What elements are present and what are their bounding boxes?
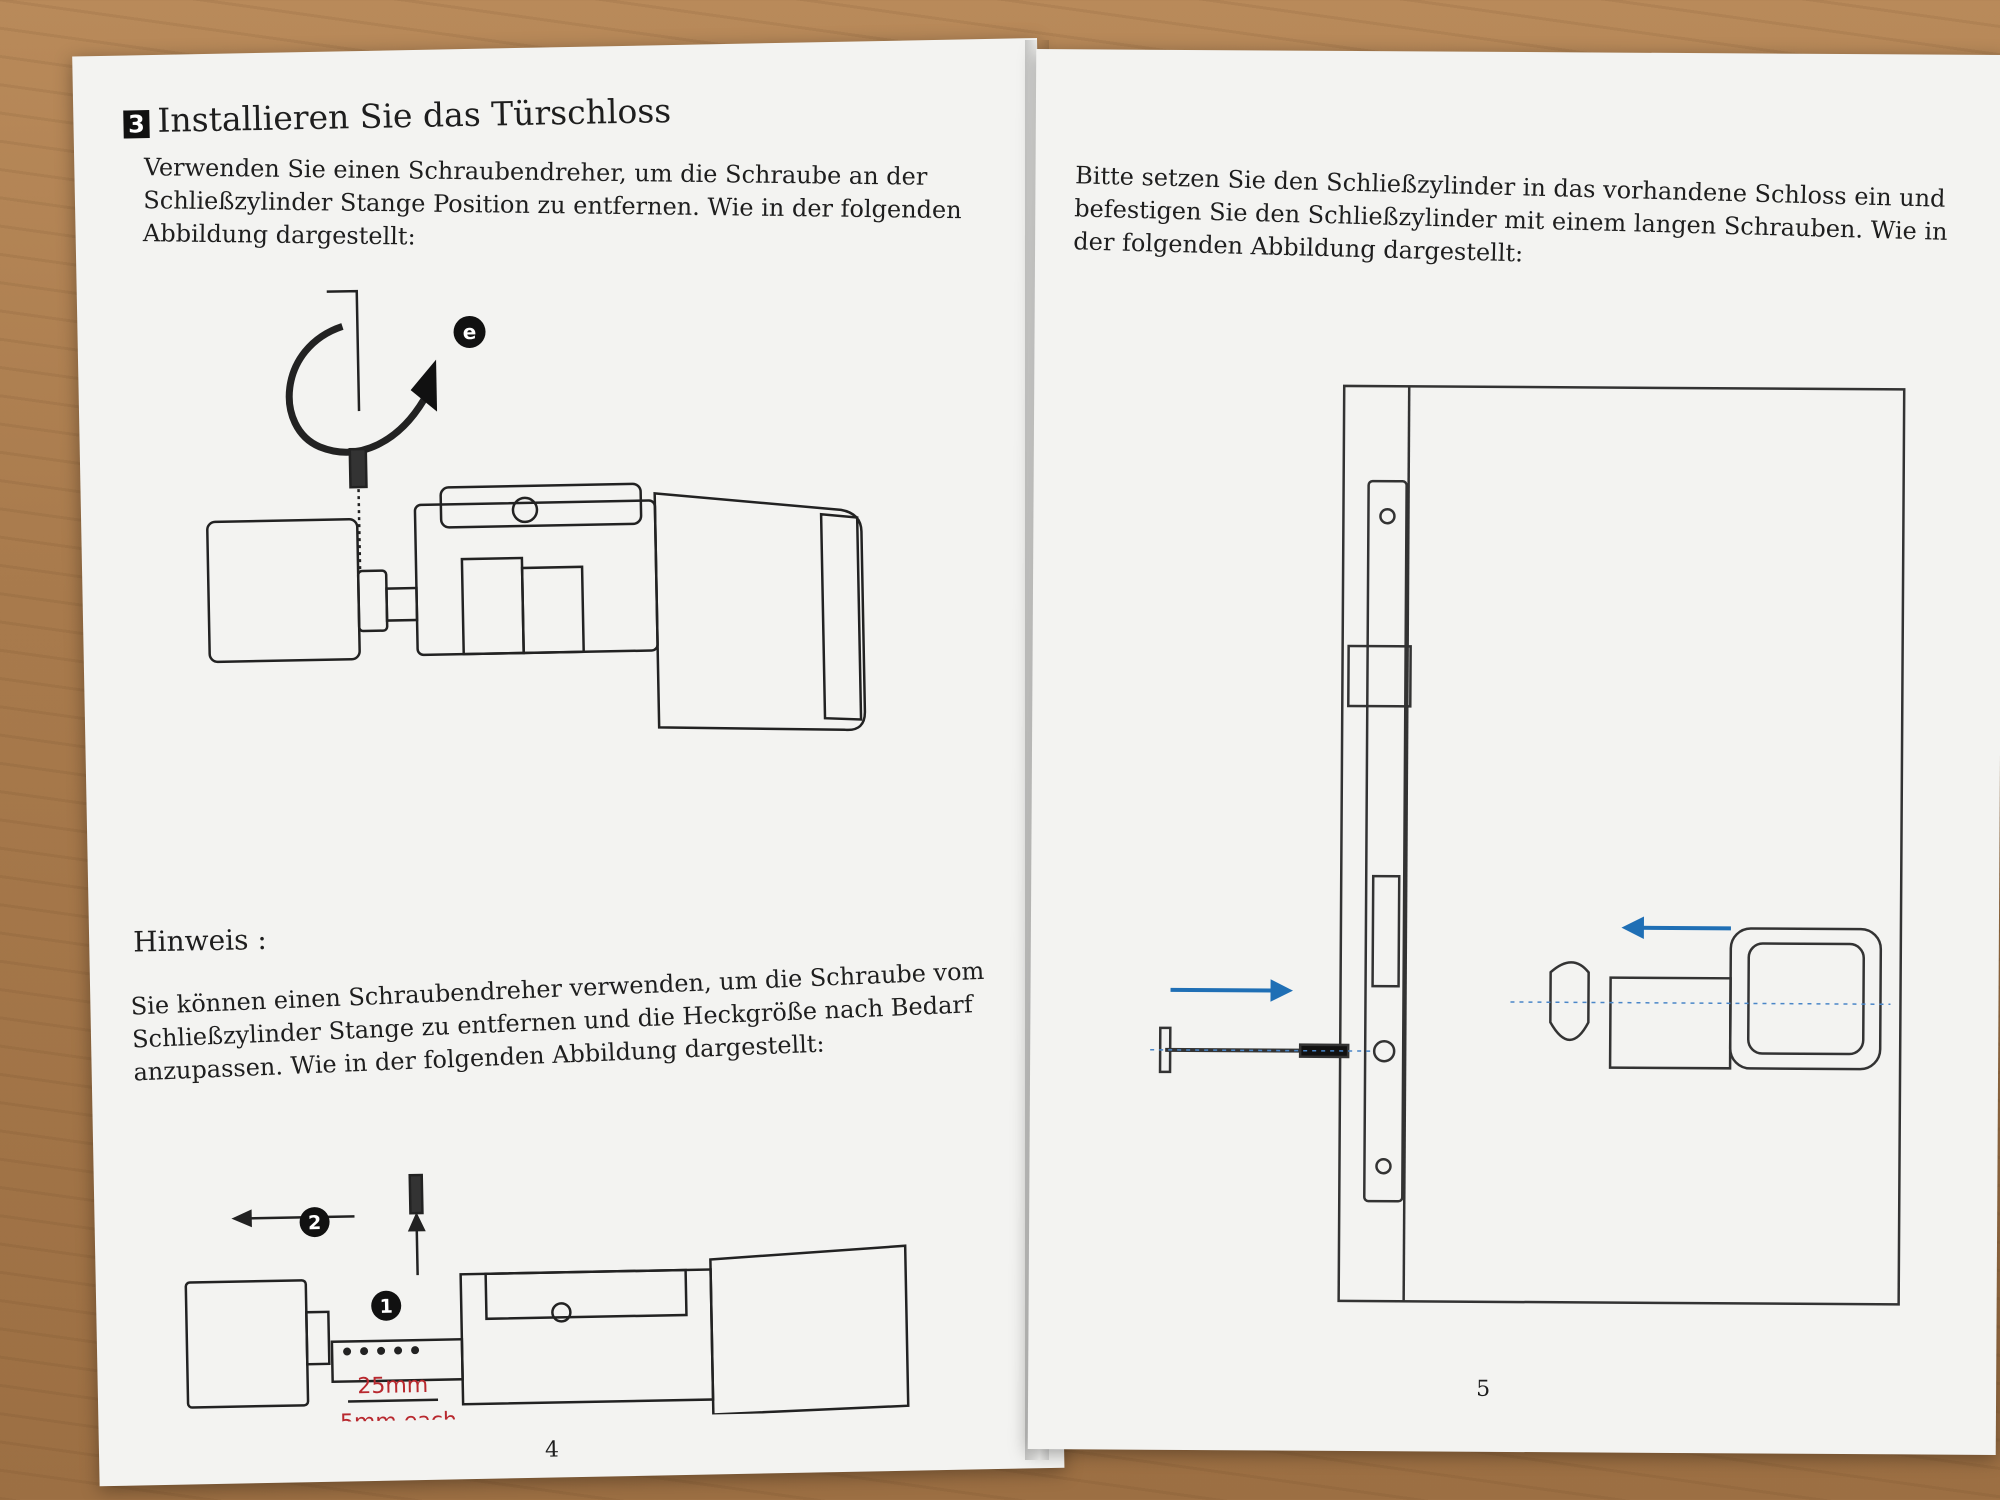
note-paragraph: Sie können einen Schraubendreher verwend… bbox=[130, 956, 985, 1087]
arrow-right-icon bbox=[1170, 987, 1276, 993]
screw-icon bbox=[408, 1173, 424, 1215]
arrow-left-icon bbox=[1638, 925, 1731, 931]
mortise-lock-icon bbox=[1347, 479, 1412, 1203]
door-icon bbox=[1337, 384, 1906, 1306]
note-title: Hinweis : bbox=[132, 922, 268, 959]
allen-key-icon bbox=[326, 289, 361, 412]
lock-cylinder-icon bbox=[1549, 927, 1883, 1071]
lock-cylinder-icon bbox=[413, 482, 659, 657]
dimension-each-label: 5mm each bbox=[340, 1408, 457, 1425]
section-title: Installieren Sie das Türschloss bbox=[157, 91, 672, 140]
lock-cylinder-icon bbox=[459, 1268, 715, 1406]
figure-cylinder-screw-removal: e bbox=[206, 289, 867, 732]
dimension-length-label: 25mm bbox=[357, 1373, 428, 1399]
page-number-right: 5 bbox=[1476, 1376, 1491, 1402]
right-knob bbox=[653, 492, 867, 732]
section-number-badge: 3 bbox=[123, 110, 150, 139]
step-badge-e: e bbox=[463, 320, 477, 344]
right-knob-small bbox=[709, 1244, 910, 1416]
left-knob-small bbox=[184, 1279, 310, 1409]
rotate-arrow-icon bbox=[285, 323, 427, 456]
step-badge-1: 1 bbox=[379, 1296, 393, 1318]
left-knob bbox=[206, 518, 361, 664]
instruction-paragraph: Bitte setzen Sie den Schließzylinder in … bbox=[1073, 161, 1948, 268]
right-page: Bitte setzen Sie den Schließzylinder in … bbox=[1027, 49, 2000, 1455]
figure-cylinder-installation bbox=[1150, 384, 1906, 1306]
figure-length-adjustment: 2 1 25mm 5mm each bbox=[184, 1173, 910, 1426]
screw-icon bbox=[348, 447, 368, 489]
page-number-left: 4 bbox=[544, 1437, 560, 1463]
step-badge-2: 2 bbox=[308, 1212, 322, 1234]
